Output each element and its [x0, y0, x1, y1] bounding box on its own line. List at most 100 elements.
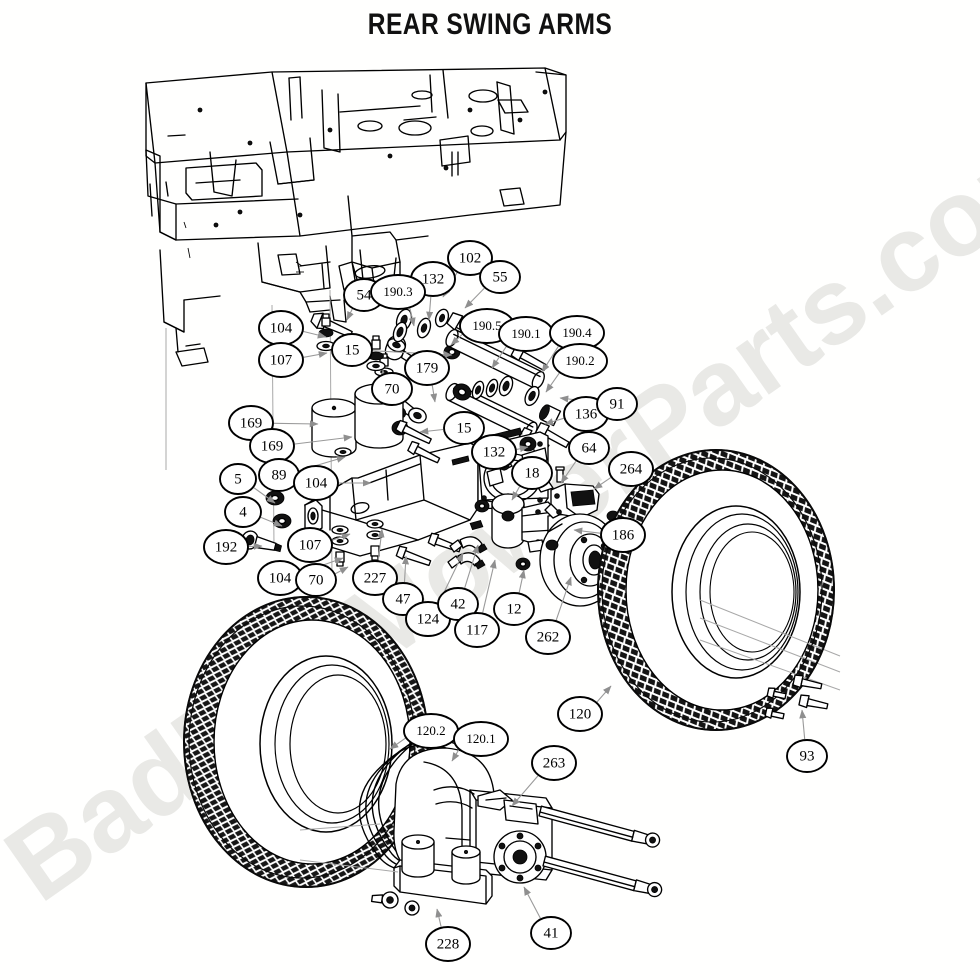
callout-179[interactable]: 179 — [404, 350, 450, 386]
leader-line-132 — [516, 445, 529, 453]
callout-label: 264 — [620, 461, 643, 477]
callout-label: 47 — [396, 591, 412, 607]
leader-line-169 — [294, 434, 353, 445]
callout-bubble — [352, 560, 398, 596]
callout-190.4[interactable]: 190.4 — [549, 315, 605, 351]
callout-bubble — [203, 529, 249, 565]
callout-label: 117 — [466, 622, 488, 638]
callout-70[interactable]: 70 — [295, 563, 337, 597]
callout-70[interactable]: 70 — [371, 372, 413, 406]
page-title: REAR SWING ARMS — [367, 8, 613, 41]
callout-263[interactable]: 263 — [531, 745, 577, 781]
callout-bubble — [293, 465, 339, 501]
callout-bubble — [608, 451, 654, 487]
callout-label: 107 — [270, 352, 293, 368]
callout-label: 132 — [422, 271, 445, 287]
leader-line-169 — [273, 420, 319, 428]
tire-left — [183, 596, 429, 888]
callout-55[interactable]: 55 — [479, 260, 521, 294]
callout-41[interactable]: 41 — [530, 916, 572, 950]
callout-192[interactable]: 192 — [203, 529, 249, 565]
leader-line-93 — [799, 709, 807, 740]
leader-line-104 — [303, 330, 327, 339]
callout-93[interactable]: 93 — [786, 739, 828, 773]
spacer-bushings — [311, 335, 404, 458]
callout-label: 120.1 — [466, 731, 495, 746]
callout-label: 190.2 — [565, 353, 594, 368]
callout-label: 4 — [239, 504, 247, 520]
callout-120[interactable]: 120 — [557, 696, 603, 732]
callout-104[interactable]: 104 — [257, 560, 303, 596]
callout-bubble — [425, 926, 471, 962]
leader-line-120 — [596, 685, 612, 703]
callout-262[interactable]: 262 — [525, 619, 571, 655]
callout-64[interactable]: 64 — [568, 431, 610, 465]
callout-190.2[interactable]: 190.2 — [552, 343, 608, 379]
callout-169[interactable]: 169 — [249, 428, 295, 464]
callout-264[interactable]: 264 — [608, 451, 654, 487]
leader-line-136 — [544, 417, 564, 425]
leader-line-132 — [426, 296, 434, 321]
callout-bubble — [287, 527, 333, 563]
callout-190.3[interactable]: 190.3 — [370, 274, 426, 310]
callout-12[interactable]: 12 — [493, 592, 535, 626]
tire-right — [597, 449, 841, 731]
callout-bubble — [531, 745, 577, 781]
callout-bubble — [557, 696, 603, 732]
callout-102[interactable]: 102 — [447, 240, 493, 276]
callout-89[interactable]: 89 — [258, 458, 300, 492]
callout-117[interactable]: 117 — [454, 612, 500, 648]
callout-label: 228 — [437, 936, 460, 952]
callout-bubble — [786, 739, 828, 773]
callout-15[interactable]: 15 — [443, 411, 485, 445]
leader-line-107 — [303, 351, 328, 358]
callout-bubble — [479, 260, 521, 294]
callout-132[interactable]: 132 — [471, 434, 517, 470]
leader-line-120.1 — [451, 749, 460, 762]
callout-bubble — [453, 721, 509, 757]
callout-bubble — [258, 342, 304, 378]
callout-107[interactable]: 107 — [287, 527, 333, 563]
callout-label: 64 — [582, 440, 598, 456]
callout-bubble — [295, 563, 337, 597]
leader-line-70 — [335, 566, 349, 575]
callout-91[interactable]: 91 — [596, 387, 638, 421]
callout-label: 169 — [261, 438, 284, 454]
callout-bubble — [471, 434, 517, 470]
callout-120.2[interactable]: 120.2 — [403, 713, 459, 749]
callout-label: 120.2 — [416, 723, 445, 738]
callout-label: 262 — [537, 629, 560, 645]
callout-186[interactable]: 186 — [600, 517, 646, 553]
callout-bubble — [224, 496, 262, 528]
leader-line-190.5 — [450, 334, 463, 346]
lower-swing-arm-assembly — [299, 730, 663, 916]
callout-bubble — [371, 372, 413, 406]
callout-228[interactable]: 228 — [425, 926, 471, 962]
callout-label: 190.4 — [562, 325, 592, 340]
callout-104[interactable]: 104 — [258, 310, 304, 346]
callout-label: 91 — [610, 396, 625, 412]
leader-line-47 — [402, 555, 410, 583]
callout-15[interactable]: 15 — [331, 333, 373, 367]
callout-label: 107 — [299, 537, 322, 553]
swing-arm-weldment — [304, 427, 549, 557]
callout-190.1[interactable]: 190.1 — [498, 316, 554, 352]
leader-line-12 — [518, 569, 526, 593]
chassis-frame — [145, 67, 567, 367]
callout-18[interactable]: 18 — [511, 456, 553, 490]
callout-label: 102 — [459, 250, 482, 266]
callout-bubble — [596, 387, 638, 421]
callout-107[interactable]: 107 — [258, 342, 304, 378]
callout-120.1[interactable]: 120.1 — [453, 721, 509, 757]
callout-5[interactable]: 5 — [219, 463, 257, 495]
callout-label: 104 — [270, 320, 293, 336]
callout-227[interactable]: 227 — [352, 560, 398, 596]
callout-104[interactable]: 104 — [293, 465, 339, 501]
callout-4[interactable]: 4 — [224, 496, 262, 528]
callout-bubble — [600, 517, 646, 553]
leader-line-15 — [419, 427, 444, 435]
callout-bubble — [530, 916, 572, 950]
leader-line-190.3 — [408, 308, 416, 327]
callout-label: 192 — [215, 539, 238, 555]
